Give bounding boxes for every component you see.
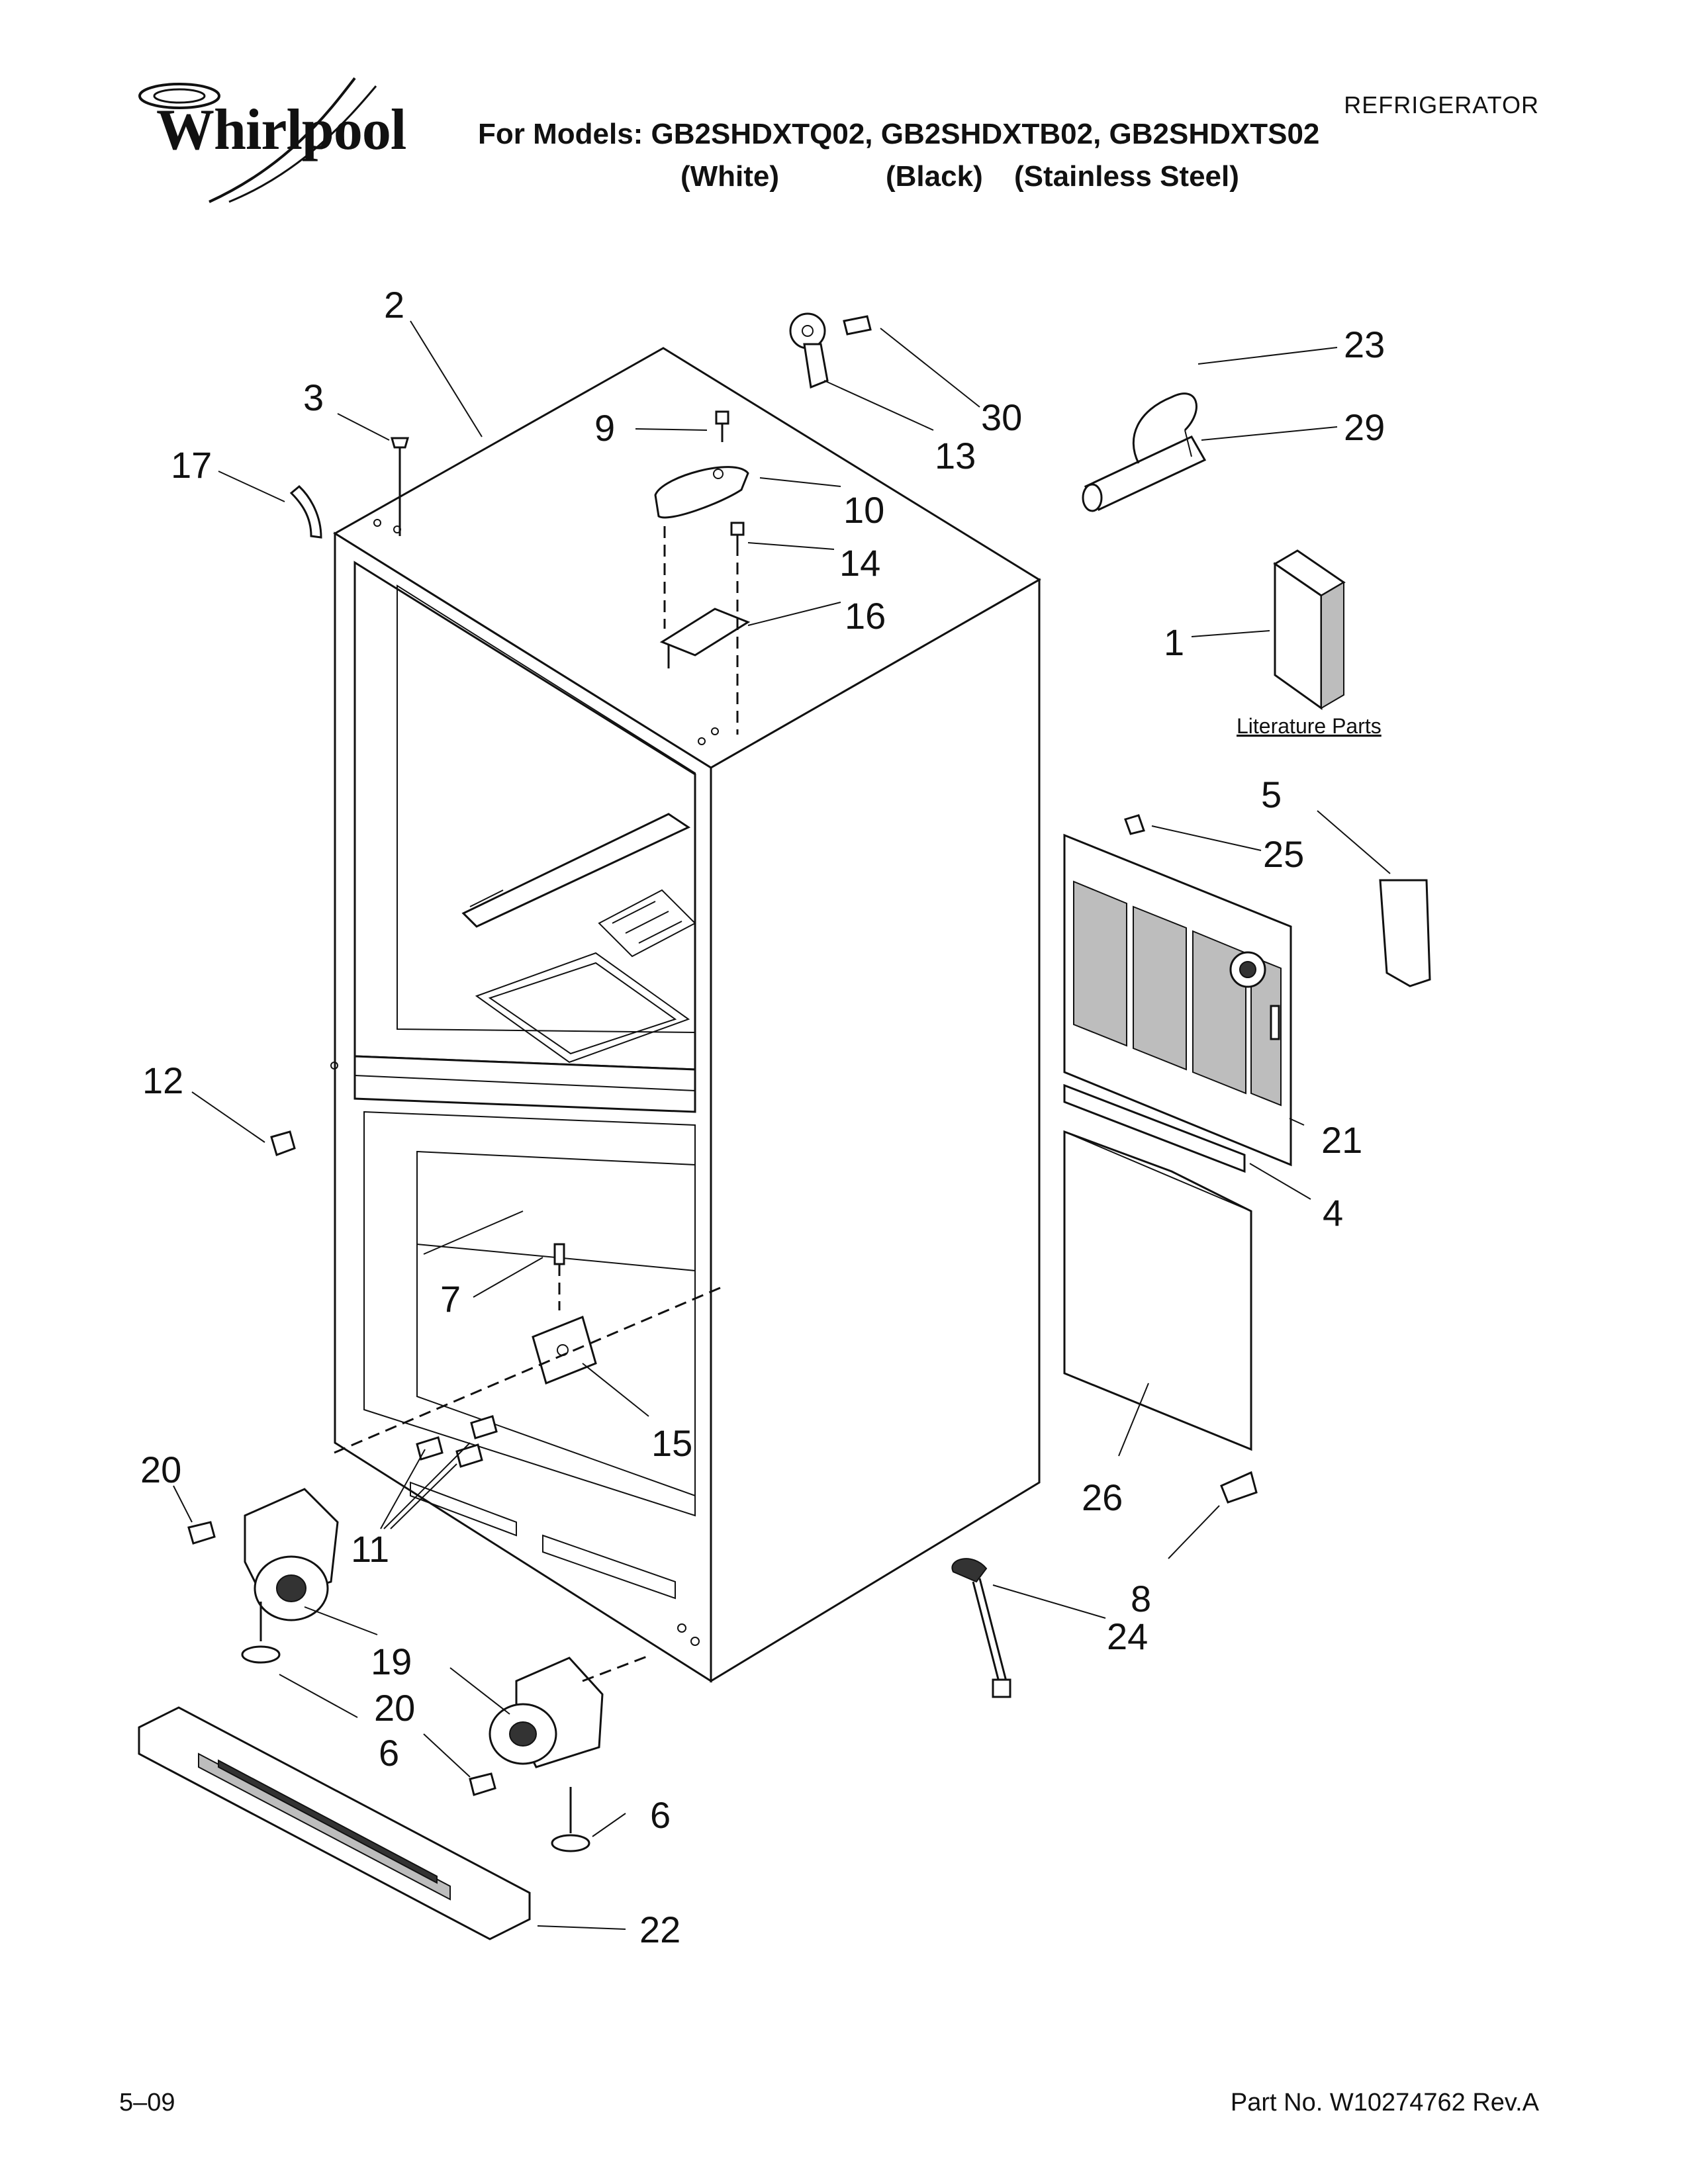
variant-black: (Black)	[886, 160, 983, 193]
variant-white: (White)	[680, 160, 780, 193]
cabinet	[330, 347, 1041, 1683]
callout-26: 26	[1082, 1477, 1123, 1518]
callout-21: 21	[1321, 1119, 1362, 1161]
revision-date: 5–09	[119, 2089, 175, 2116]
models-line: For Models: GB2SHDXTQ02, GB2SHDXTB02, GB…	[478, 118, 1320, 150]
callout-30: 30	[981, 396, 1022, 438]
literature-parts-label: Literature Parts	[1237, 714, 1382, 738]
callout-10: 10	[843, 489, 884, 531]
callout-25: 25	[1263, 833, 1304, 875]
callout-20b: 20	[374, 1687, 415, 1729]
literature-booklet	[1273, 549, 1346, 710]
callout-12: 12	[142, 1060, 183, 1101]
callout-14: 14	[839, 542, 880, 584]
callout-8: 8	[1131, 1578, 1151, 1619]
callout-11: 11	[351, 1528, 389, 1570]
callout-5: 5	[1261, 774, 1282, 815]
callout-6b: 6	[650, 1794, 671, 1836]
callout-7: 7	[440, 1278, 461, 1320]
callout-1: 1	[1164, 621, 1184, 663]
callout-2: 2	[384, 284, 404, 326]
callout-9: 9	[594, 407, 615, 449]
callout-16: 16	[845, 595, 886, 637]
category-label: REFRIGERATOR	[1344, 91, 1539, 118]
logo-swirl	[138, 77, 377, 203]
toe-grille	[138, 1706, 531, 1940]
top-hinge-assembly	[654, 410, 751, 735]
callout-23: 23	[1344, 324, 1385, 365]
panel-louvers	[1073, 880, 1282, 1107]
wire-harness	[951, 1558, 1011, 1698]
callout-29: 29	[1344, 406, 1385, 448]
part-number: Part No. W10274762 Rev.A	[1230, 2089, 1539, 2116]
callout-3: 3	[303, 377, 324, 418]
variant-stainless: (Stainless Steel)	[1014, 160, 1239, 193]
callout-20a: 20	[140, 1449, 181, 1490]
bracket-15	[532, 1315, 597, 1385]
callout-24: 24	[1107, 1615, 1148, 1657]
whirlpool-logo: Whirlpool	[130, 73, 408, 205]
roller-assembly-left	[187, 1488, 339, 1664]
callout-17: 17	[171, 444, 212, 486]
water-tube-assembly	[1082, 392, 1207, 512]
callout-15: 15	[651, 1422, 692, 1464]
callout-19: 19	[371, 1641, 412, 1682]
vent-grid	[598, 889, 696, 958]
callout-22: 22	[639, 1909, 680, 1950]
callouts: 2 3 17 9 10 14 16 13 30 23 29 1 5 25 21 …	[140, 284, 1385, 1950]
callout-6a: 6	[379, 1732, 399, 1774]
callout-13: 13	[935, 435, 976, 477]
logo-wordmark: Whirlpool	[156, 98, 406, 162]
leader-lines	[173, 320, 1391, 1930]
bracket-13	[789, 312, 872, 389]
roller-assembly-right	[469, 1657, 604, 1852]
rear-access-panel	[1063, 833, 1292, 1167]
top-left-parts	[289, 437, 409, 539]
callout-4: 4	[1323, 1192, 1343, 1234]
